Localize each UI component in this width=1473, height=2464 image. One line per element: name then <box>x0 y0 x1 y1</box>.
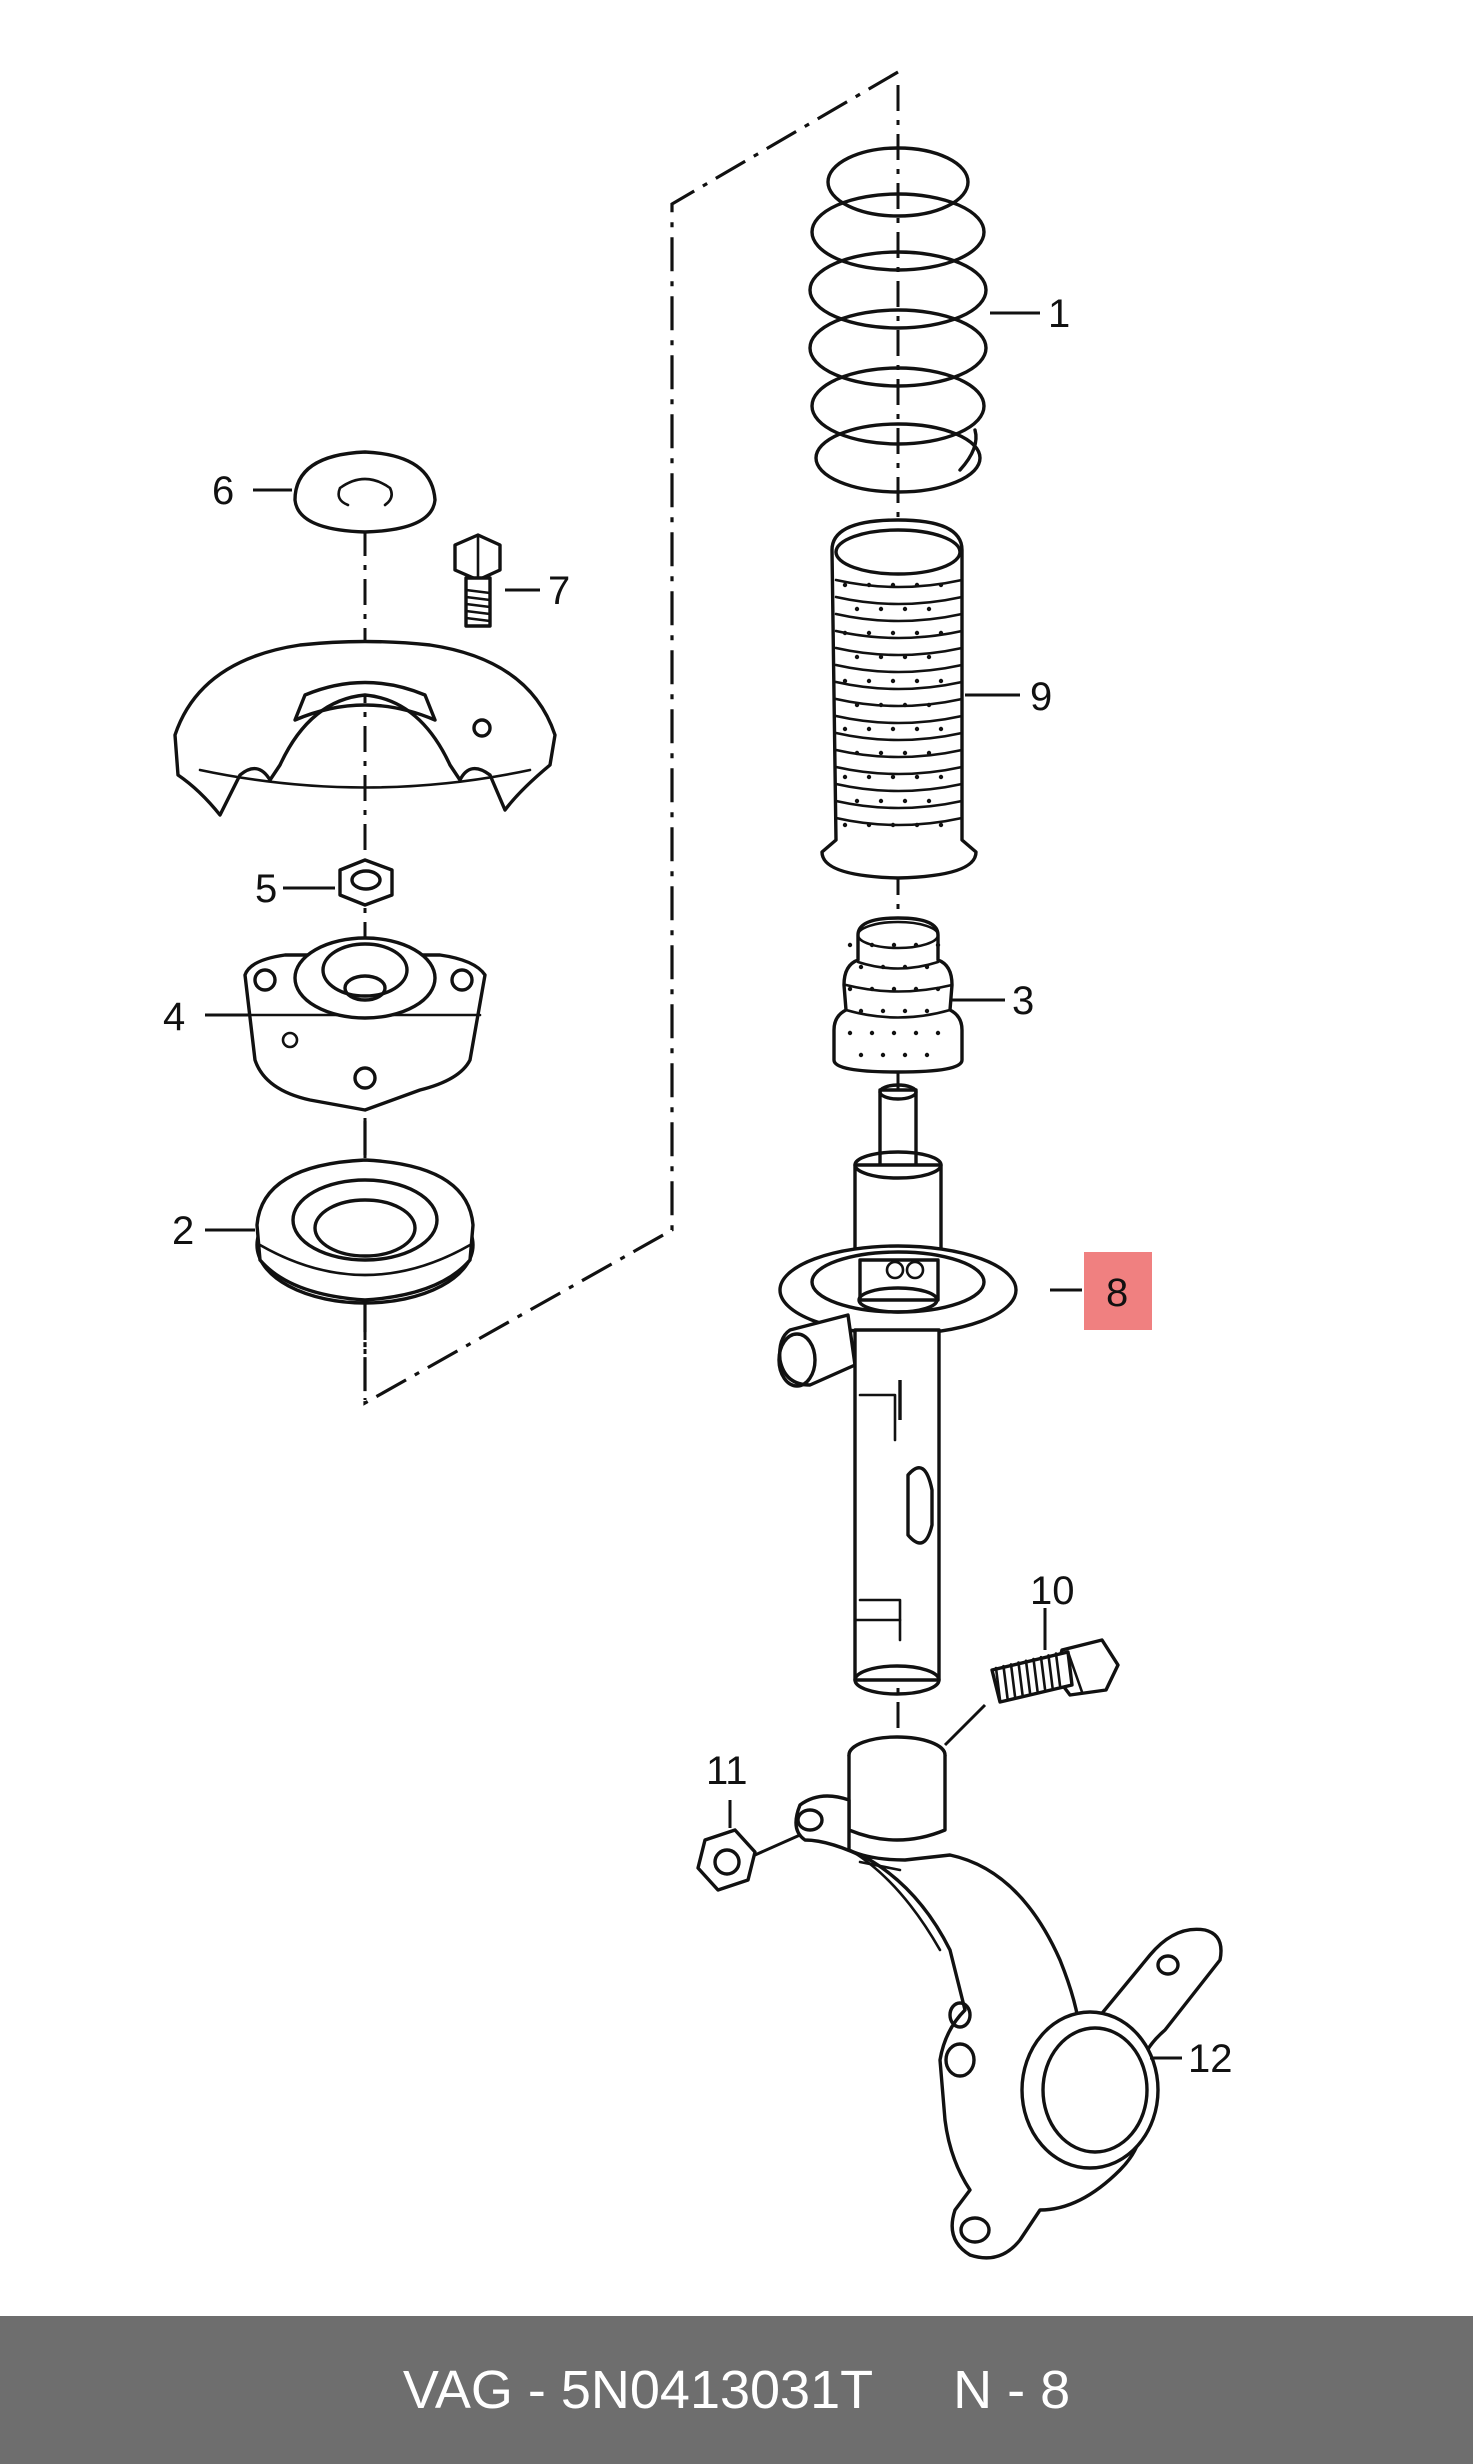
callout-1: 1 <box>1048 292 1070 336</box>
wheel-bearing-housing <box>794 1735 1223 2260</box>
callout-8: 8 <box>1106 1271 1128 1315</box>
leader-lines <box>205 311 1182 2060</box>
callout-7: 7 <box>548 569 570 613</box>
strut-mounting <box>243 936 487 1112</box>
callout-4: 4 <box>163 995 185 1039</box>
spring-plate <box>173 639 557 817</box>
callout-6: 6 <box>212 469 234 513</box>
callout-11: 11 <box>706 1749 748 1793</box>
bolt-10 <box>943 1638 1120 1747</box>
callout-5: 5 <box>255 867 277 911</box>
callout-3: 3 <box>1012 979 1034 1023</box>
callout-9: 9 <box>1030 675 1052 719</box>
diagram-position: N - 8 <box>953 2360 1071 2420</box>
bump-stop <box>832 916 964 1074</box>
bolt-7 <box>453 533 502 628</box>
coil-spring <box>808 146 988 494</box>
callout-2: 2 <box>172 1209 194 1253</box>
nut-5 <box>338 858 394 907</box>
callout-12: 12 <box>1188 2037 1233 2081</box>
strut-bearing <box>255 1158 475 1305</box>
callout-10: 10 <box>1030 1569 1075 1613</box>
exploded-parts-diagram: 1 2 3 4 5 6 7 8 9 10 11 12 <box>163 70 1233 2260</box>
protective-sleeve <box>820 518 978 880</box>
nut-11 <box>696 1800 801 1892</box>
assembly-outline <box>363 70 899 1406</box>
part-code: VAG - 5N0413031T <box>402 2360 874 2420</box>
callout-8-highlight <box>1084 1252 1152 1330</box>
shock-absorber <box>777 1083 1018 1696</box>
part-number-footer: VAG - 5N0413031T N - 8 <box>0 2316 1473 2464</box>
protective-cap <box>293 450 437 534</box>
